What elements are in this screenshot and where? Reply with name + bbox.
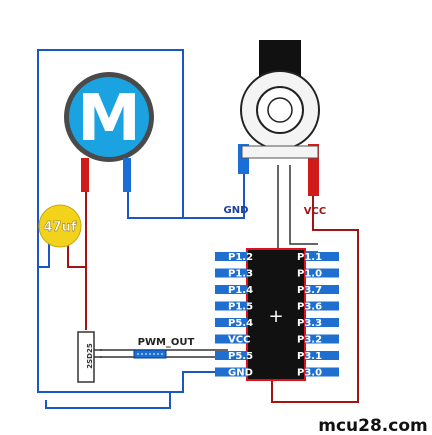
- cap-ground-wire: [38, 238, 50, 268]
- chip-pin-left-label-7: P5.5: [228, 351, 253, 362]
- chip-pin-right-label-8: P3.0: [297, 368, 322, 379]
- chip-pin-left-label-5: P5.4: [228, 318, 253, 329]
- chip-pin-left-5: [215, 318, 247, 327]
- motor-lead-blue: [123, 158, 131, 192]
- chip-pin-right-2: [305, 268, 339, 278]
- chip-pin-right-6: [305, 334, 339, 344]
- chip-pin-left-label-3: P1.4: [228, 285, 253, 296]
- chip-pin-right-label-6: P3.2: [297, 335, 322, 346]
- chip-pin-left-6: [215, 334, 247, 344]
- ground-wire: [37, 49, 220, 393]
- chip-pin-right-8: [305, 367, 339, 377]
- transistor: 2SD25: [77, 331, 102, 383]
- capacitor: 47uf: [38, 204, 82, 248]
- pot-gnd-wire-2: [45, 392, 171, 409]
- chip-pin-right-label-4: P3.6: [297, 302, 322, 313]
- chip-pin-left-label-8: GND: [228, 368, 253, 379]
- chip-pin-right-7: [305, 351, 339, 360]
- chip-pin-left-7: [215, 351, 247, 360]
- chip-pin-left-1: [215, 252, 247, 261]
- chip-pin-left-label-6: VCC: [228, 335, 250, 346]
- potentiometer: GND VCC: [224, 40, 326, 217]
- chip-pin-left-8: [215, 367, 247, 377]
- chip-pin-right-label-3: P3.7: [297, 285, 322, 296]
- chip-pin-right-label-5: P3.3: [297, 318, 322, 329]
- pot-vcc-label: VCC: [304, 206, 326, 217]
- pot-lead-blue: [238, 144, 249, 174]
- cap-vcc-wire: [67, 238, 86, 268]
- pot-gnd-wire: [183, 168, 245, 219]
- transistor-label: 2SD25: [86, 343, 94, 369]
- motor: M: [64, 72, 154, 192]
- wires: [37, 49, 359, 409]
- chip-pin-left-4: [215, 301, 247, 311]
- pwm-label: PWM_OUT: [138, 337, 195, 348]
- pot-shaft: [267, 97, 293, 123]
- chip-pin-right-4: [305, 301, 339, 311]
- chip-pin-left-label-4: P1.5: [228, 302, 253, 313]
- capacitor-body: [38, 204, 82, 248]
- capacitor-label: 47uf: [43, 220, 76, 235]
- chip-center-mark: +: [268, 306, 283, 327]
- chip-pin-left-2: [215, 268, 247, 278]
- chip-pin-right-label-2: P1.0: [297, 269, 322, 280]
- pot-bracket: [241, 145, 319, 159]
- pot-gnd-label: GND: [224, 205, 249, 216]
- watermark: mcu28.com: [318, 416, 427, 435]
- pwm-resistor: PWM_OUT: [133, 337, 195, 359]
- chip-pin-right-label-1: P1.1: [297, 252, 322, 263]
- chip-pin-left-label-2: P1.3: [228, 269, 253, 280]
- chip-pin-right-label-7: P3.1: [297, 351, 322, 362]
- motor-symbol: M: [77, 82, 141, 156]
- chip-pin-right-1: [305, 252, 339, 261]
- chip-pin-right-5: [305, 318, 339, 327]
- motor-lead-red: [81, 158, 89, 192]
- chip-pin-left-label-1: P1.2: [228, 252, 253, 263]
- chip-body: [246, 248, 306, 381]
- pot-lead-red: [308, 144, 319, 196]
- chip-pin-left-3: [215, 285, 247, 294]
- motor-body: [69, 77, 149, 157]
- pot-wiper-wire-outline: [289, 165, 318, 245]
- chip-pin-right-3: [305, 285, 339, 294]
